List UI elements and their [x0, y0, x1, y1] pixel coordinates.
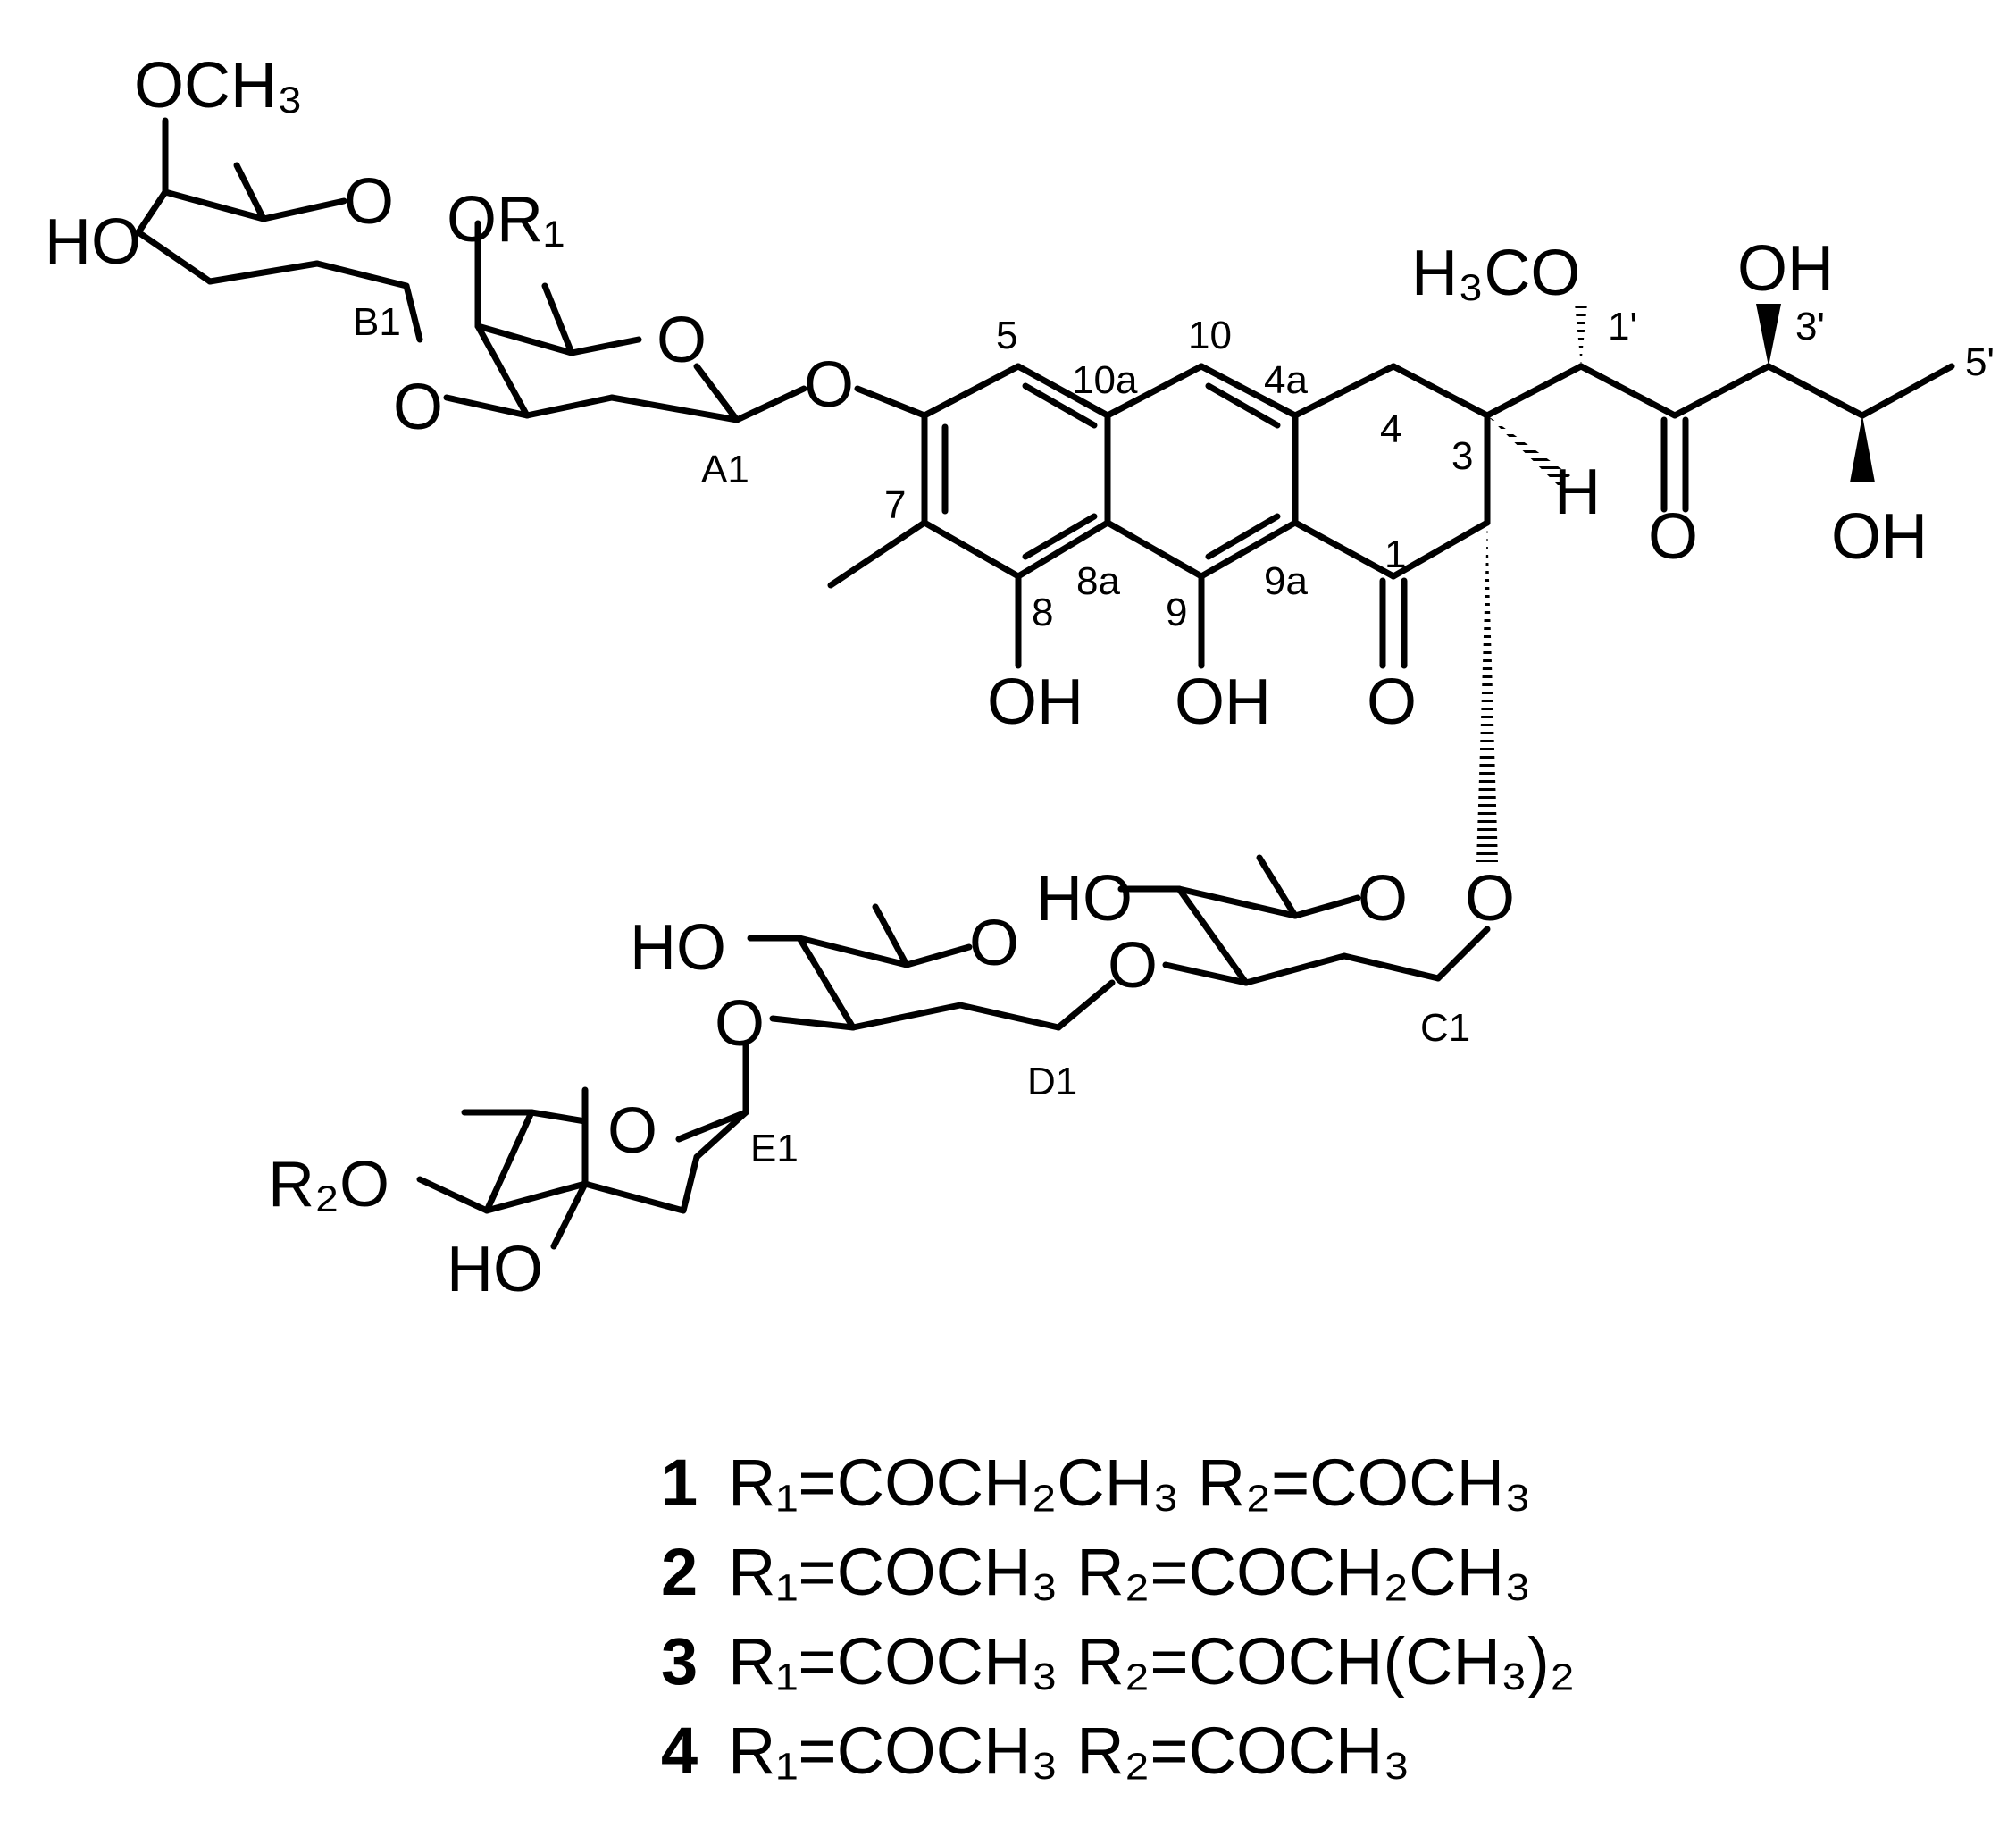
position-labels: B1 A1 C1 D1 E1 5 10 10a 4a 4 3 1 7 8 8a …: [353, 300, 1995, 1170]
legend-number: 3: [661, 1624, 698, 1698]
label-pos-1: 1: [1384, 532, 1406, 576]
atom-o-ring-c: O: [1358, 863, 1408, 935]
label-pos-9: 9: [1166, 591, 1187, 634]
atom-o-glyc-cd: O: [1108, 930, 1158, 1002]
legend-row-3: 3 R₁=COCH₃ R₂=COCH(CH₃)₂: [661, 1624, 1576, 1698]
legend-row-4: 4 R₁=COCH₃ R₂=COCH₃: [661, 1714, 1410, 1788]
atom-o-glyc-c: O: [1465, 863, 1515, 935]
atom-ho-e: HO: [447, 1234, 543, 1305]
atom-oh-8: OH: [987, 666, 1083, 738]
atom-o-glyc-ab: O: [393, 372, 443, 443]
atom-labels: OCH₃ HO O OR₁ O O O H₃CO OH OH O H OH OH…: [45, 50, 1928, 1305]
label-pos-10: 10: [1188, 314, 1232, 357]
atom-o-glyc-a7: O: [804, 349, 854, 421]
atom-or1: OR₁: [447, 184, 565, 256]
legend-row-1: 1 R₁=COCH₂CH₃ R₂=COCH₃: [661, 1446, 1531, 1520]
label-pos-3: 3: [1451, 434, 1473, 478]
atom-o-ketone-2p: O: [1648, 501, 1698, 573]
label-pos-5p: 5': [1965, 340, 1995, 384]
label-c1: C1: [1420, 1006, 1470, 1050]
legend-text: R₁=COCH₃ R₂=COCH(CH₃)₂: [728, 1624, 1576, 1698]
atom-o-ketone-1: O: [1367, 666, 1417, 738]
label-d1: D1: [1027, 1060, 1077, 1103]
atom-ho-d: HO: [630, 912, 726, 984]
atom-h-3: H: [1554, 457, 1601, 528]
bond-lines: [135, 117, 1955, 1250]
atom-o-ring-e: O: [607, 1095, 657, 1167]
label-pos-3p: 3': [1795, 305, 1825, 348]
label-e1: E1: [750, 1127, 799, 1170]
label-pos-10a: 10a: [1072, 358, 1138, 402]
legend-number: 4: [661, 1714, 698, 1788]
atom-ho-b: HO: [45, 206, 141, 278]
atom-ho-c: HO: [1036, 863, 1133, 935]
atom-h3co: H₃CO: [1411, 238, 1580, 309]
legend-text: R₁=COCH₃ R₂=COCH₃: [728, 1714, 1410, 1788]
atom-oh-9: OH: [1175, 666, 1271, 738]
atom-o-ring-b: O: [344, 166, 394, 238]
label-pos-4: 4: [1380, 407, 1401, 451]
label-b1: B1: [353, 300, 401, 344]
label-pos-9a: 9a: [1264, 559, 1308, 603]
label-pos-4a: 4a: [1264, 358, 1308, 402]
legend-number: 1: [661, 1446, 698, 1520]
atom-oh-4p: OH: [1831, 501, 1928, 573]
label-pos-7: 7: [884, 483, 906, 527]
atom-o-glyc-de: O: [715, 988, 765, 1060]
label-pos-1p: 1': [1608, 305, 1637, 348]
stereo-bonds: [1476, 304, 1875, 862]
label-pos-8a: 8a: [1076, 559, 1120, 603]
compound-legend: 1 R₁=COCH₂CH₃ R₂=COCH₃ 2 R₁=COCH₃ R₂=COC…: [661, 1446, 1576, 1788]
atom-o-ring-a: O: [657, 305, 707, 376]
atom-och3-top: OCH₃: [134, 50, 303, 122]
legend-number: 2: [661, 1535, 698, 1609]
legend-row-2: 2 R₁=COCH₃ R₂=COCH₂CH₃: [661, 1535, 1531, 1609]
legend-text: R₁=COCH₃ R₂=COCH₂CH₃: [728, 1535, 1531, 1609]
legend-text: R₁=COCH₂CH₃ R₂=COCH₃: [728, 1446, 1531, 1520]
label-pos-5: 5: [996, 314, 1017, 357]
atom-o-ring-d: O: [969, 908, 1019, 979]
label-a1: A1: [701, 448, 749, 491]
atom-r2o: R₂O: [268, 1149, 389, 1220]
atom-oh-3p: OH: [1737, 233, 1834, 305]
label-pos-8: 8: [1032, 591, 1053, 634]
